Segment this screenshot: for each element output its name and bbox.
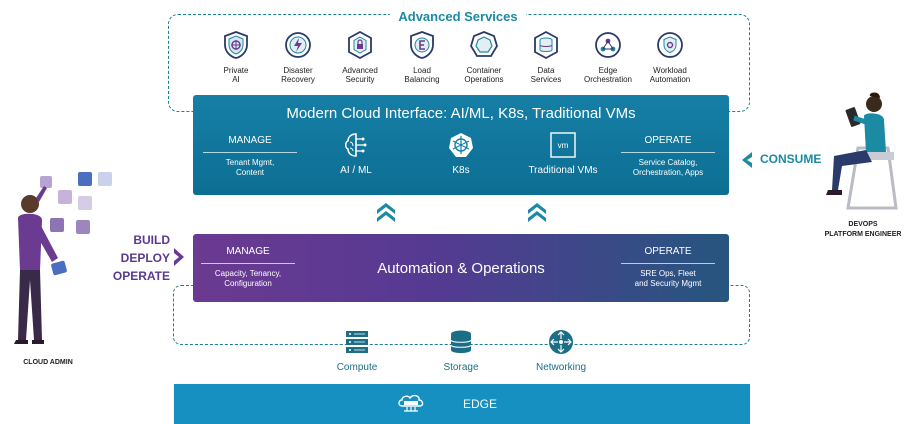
infra-storage[interactable]: Storage	[426, 328, 496, 373]
consume-label: CONSUME	[760, 152, 822, 166]
automation-title: Automation & Operations	[377, 260, 545, 277]
automation-operate-block: OPERATE SRE Ops, Fleet and Security Mgmt	[621, 246, 715, 289]
server-rack-icon	[346, 331, 368, 353]
cloud-operate-heading: OPERATE	[621, 135, 715, 153]
admin-actions: BUILD DEPLOY OPERATE	[90, 231, 170, 285]
service-label: Advanced Security	[342, 66, 378, 84]
cloud-admin-label: CLOUD ADMIN	[23, 359, 73, 366]
workload-traditional-vms[interactable]: vm Traditional VMs	[518, 131, 608, 176]
service-load-balancing[interactable]: Load Balancing	[391, 30, 453, 84]
up-chevron-icon	[528, 203, 546, 222]
block-tile	[98, 172, 112, 186]
block-tile	[50, 218, 64, 232]
automation-manage-detail: Capacity, Tenancy, Configuration	[214, 269, 282, 288]
chevron-left-icon	[742, 152, 752, 168]
cloud-interface-panel: Modern Cloud Interface: AI/ML, K8s, Trad…	[193, 95, 729, 195]
workload-k8s[interactable]: K8s	[426, 131, 496, 176]
workload-label: Traditional VMs	[528, 165, 598, 176]
service-workload-automation[interactable]: Workload Automation	[639, 30, 701, 84]
infra-compute[interactable]: Compute	[322, 328, 392, 373]
automation-manage-block: MANAGE Capacity, Tenancy, Configuration	[201, 246, 295, 289]
edge-label: EDGE	[462, 397, 497, 411]
service-private-ai[interactable]: Private AI	[205, 30, 267, 84]
workload-ai-ml[interactable]: AI / ML	[321, 131, 391, 176]
block-tile	[76, 220, 90, 234]
infra-label: Storage	[443, 362, 479, 373]
automation-operate-heading: OPERATE	[621, 246, 715, 264]
edge-orchestration-icon	[595, 32, 621, 58]
service-label: Disaster Recovery	[281, 66, 315, 84]
block-tile	[40, 176, 52, 188]
advanced-security-icon	[348, 30, 372, 60]
cloud-manage-detail: Tenant Mgmt, Content	[225, 158, 275, 177]
automation-operations-panel: Automation & Operations MANAGE Capacity,…	[193, 234, 729, 302]
service-disaster-recovery[interactable]: Disaster Recovery	[267, 30, 329, 84]
up-chevron-icon	[377, 203, 395, 222]
cloud-operate-block: OPERATE Service Catalog, Orchestration, …	[621, 135, 715, 178]
devops-role-label: DEVOPS PLATFORM ENGINEER	[824, 221, 902, 238]
container-operations-icon	[470, 31, 498, 57]
database-icon	[450, 330, 472, 353]
devops-person-icon	[826, 92, 898, 210]
chevron-right-icon	[174, 248, 184, 266]
private-ai-shield-icon	[224, 31, 248, 59]
automation-manage-heading: MANAGE	[201, 246, 295, 264]
cloud-interface-title: Modern Cloud Interface: AI/ML, K8s, Trad…	[286, 105, 636, 122]
service-advanced-security[interactable]: Advanced Security	[329, 30, 391, 84]
service-container-operations[interactable]: Container Operations	[453, 30, 515, 84]
vm-badge-text: vm	[558, 141, 569, 150]
load-balancing-icon	[410, 31, 434, 59]
service-edge-orchestration[interactable]: Edge Orchestration	[577, 30, 639, 84]
cloud-operate-detail: Service Catalog, Orchestration, Apps	[632, 158, 704, 177]
block-tile	[58, 190, 72, 204]
service-label: Private AI	[223, 66, 249, 84]
disaster-recovery-bolt-icon	[285, 32, 311, 58]
brain-circuit-icon	[345, 133, 367, 157]
infra-label: Compute	[336, 362, 378, 373]
workload-label: AI / ML	[340, 165, 372, 176]
automation-operate-detail: SRE Ops, Fleet and Security Mgmt	[634, 269, 702, 288]
infra-networking[interactable]: Networking	[526, 328, 596, 373]
workload-automation-icon	[657, 32, 683, 58]
block-tile	[78, 196, 92, 210]
build-label: BUILD	[133, 233, 170, 247]
network-hub-icon	[549, 330, 573, 354]
data-services-icon	[534, 30, 558, 60]
vm-box-icon: vm	[550, 132, 576, 158]
service-label: Workload Automation	[649, 66, 691, 84]
service-label: Container Operations	[464, 66, 504, 84]
service-label: Data Services	[530, 66, 562, 84]
block-tile	[78, 172, 92, 186]
service-data-services[interactable]: Data Services	[515, 30, 577, 84]
edge-cloud-router-icon	[398, 394, 424, 412]
kubernetes-wheel-icon	[449, 133, 473, 157]
cloud-admin-person-icon	[14, 186, 67, 344]
infra-label: Networking	[535, 362, 587, 373]
deploy-label: DEPLOY	[120, 251, 170, 265]
cloud-manage-heading: MANAGE	[203, 135, 297, 153]
service-label: Edge Orchestration	[583, 66, 633, 84]
workload-label: K8s	[452, 165, 470, 176]
cloud-manage-block: MANAGE Tenant Mgmt, Content	[203, 135, 297, 178]
service-label: Load Balancing	[404, 66, 440, 84]
edge-bar: EDGE	[174, 384, 750, 424]
operate-label: OPERATE	[112, 269, 170, 283]
